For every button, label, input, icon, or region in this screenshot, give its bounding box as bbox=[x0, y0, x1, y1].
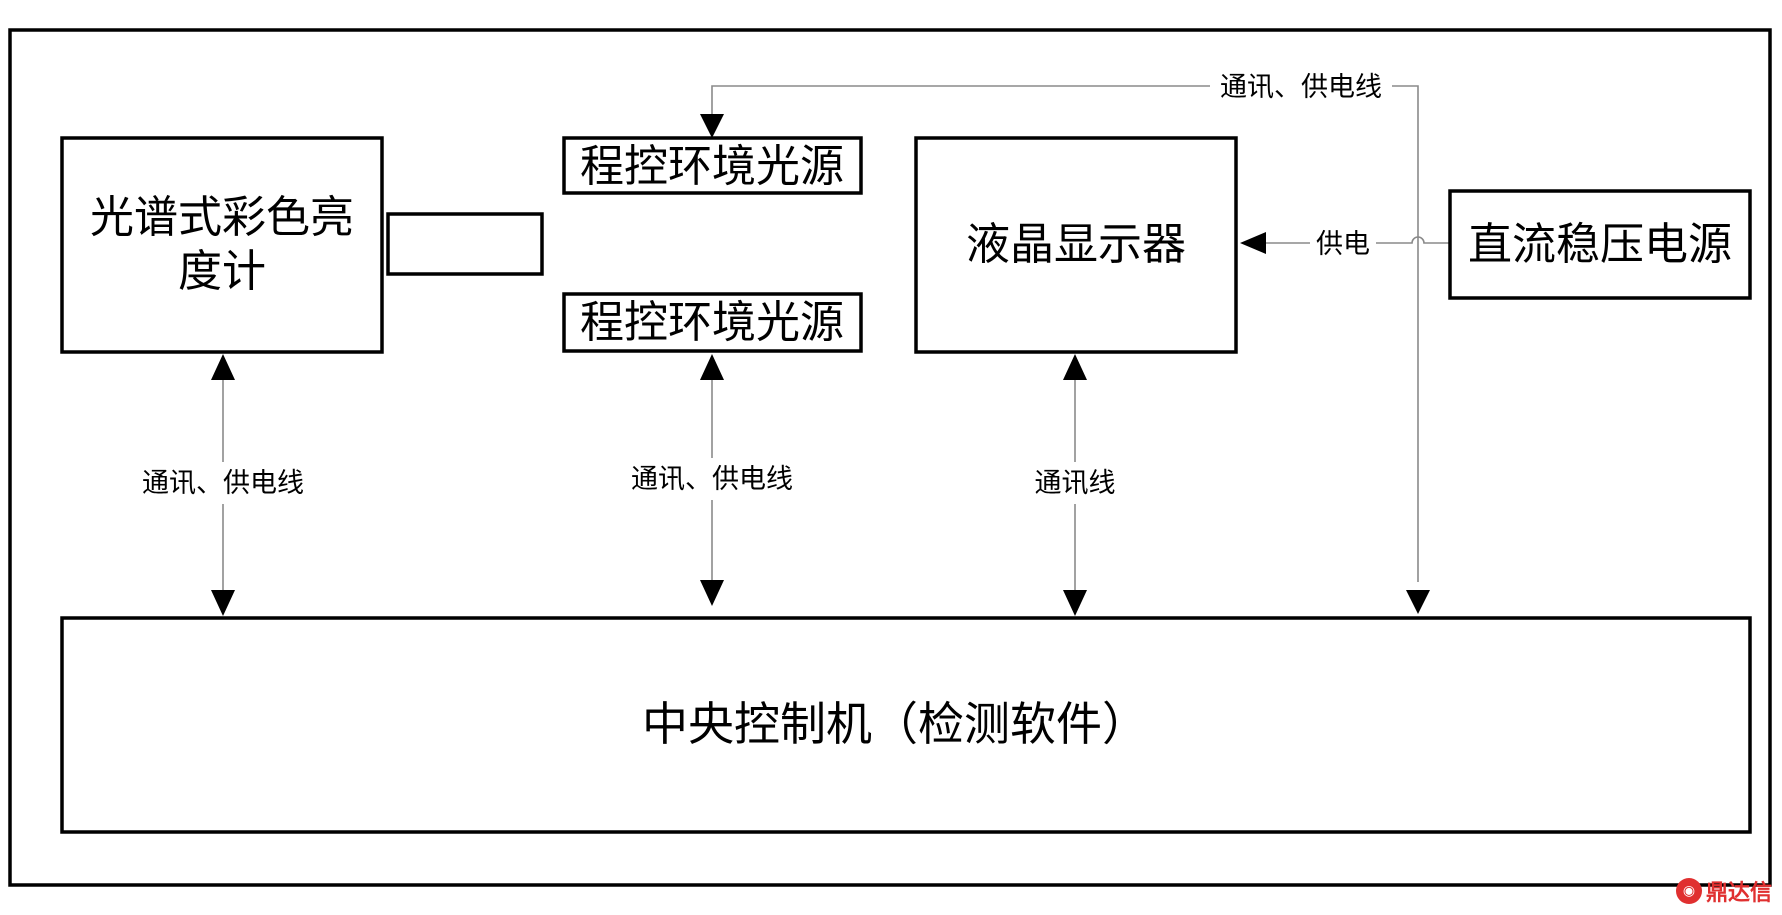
lcd-box bbox=[914, 136, 1238, 354]
logo-icon: ◉ bbox=[1675, 878, 1702, 904]
arrow-spectro-down bbox=[211, 590, 235, 616]
spectroradiometer-label-line2: 度计 bbox=[178, 246, 266, 297]
light-source-top-label: 程控环境光源 bbox=[580, 141, 844, 192]
watermark: ◉ 鼎达信 bbox=[1675, 875, 1772, 907]
arrow-into-lcd bbox=[1240, 232, 1266, 254]
central-controller-label: 中央控制机（检测软件） bbox=[642, 697, 1148, 751]
top-wire-left bbox=[711, 85, 1210, 131]
lcd-label: 液晶显示器 bbox=[966, 219, 1186, 270]
spectro-link-label: 通讯、供电线 bbox=[142, 468, 304, 499]
supply-wire-right bbox=[1376, 236, 1450, 244]
arrow-light-up bbox=[700, 354, 724, 380]
arrow-light-down bbox=[700, 580, 724, 606]
light-source-bottom-box bbox=[562, 292, 863, 353]
dc-supply-label: 直流稳压电源 bbox=[1468, 219, 1732, 270]
arrow-into-central-right bbox=[1406, 590, 1430, 614]
spectroradiometer-probe bbox=[386, 212, 544, 276]
top-run-label: 通讯、供电线 bbox=[1220, 72, 1382, 103]
arrow-spectro-up bbox=[211, 354, 235, 380]
dc-supply-box bbox=[1448, 189, 1752, 300]
spectroradiometer-label-line1: 光谱式彩色亮 bbox=[90, 192, 354, 243]
light-source-top-box bbox=[562, 136, 863, 195]
outer-frame bbox=[8, 28, 1772, 887]
arrow-into-light-source bbox=[700, 114, 724, 138]
arrow-lcd-up bbox=[1063, 354, 1087, 380]
arrow-lcd-down bbox=[1063, 590, 1087, 616]
central-controller-box bbox=[60, 616, 1752, 834]
lcd-link-label: 通讯线 bbox=[1035, 468, 1116, 499]
lcd-supply-label: 供电 bbox=[1316, 229, 1370, 260]
light-source-bottom-label: 程控环境光源 bbox=[580, 297, 844, 348]
spectroradiometer-box bbox=[60, 136, 384, 354]
top-wire-right bbox=[1392, 85, 1419, 582]
watermark-text: 鼎达信 bbox=[1705, 881, 1772, 906]
light-link-label: 通讯、供电线 bbox=[631, 464, 793, 495]
